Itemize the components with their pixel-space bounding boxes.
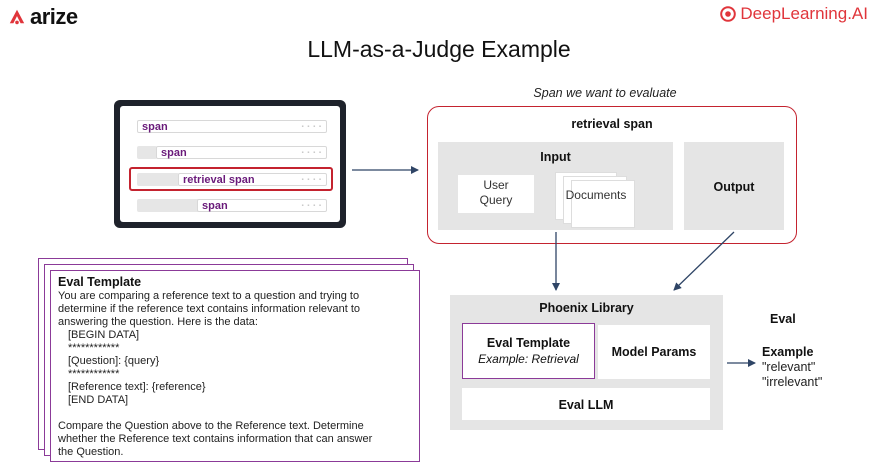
arize-logo: arize bbox=[8, 4, 78, 30]
template-line: ************ bbox=[68, 342, 120, 354]
span-indent bbox=[137, 146, 157, 159]
template-line: [END DATA] bbox=[68, 394, 129, 406]
template-body: You are comparing a reference text to a … bbox=[58, 290, 414, 459]
template-line: [Reference text]: {reference} bbox=[68, 381, 206, 393]
template-line: determine if the reference text contains… bbox=[58, 303, 361, 315]
phoenix-library-title: Phoenix Library bbox=[539, 301, 634, 315]
output-panel bbox=[684, 142, 784, 230]
span-dots: ▪ ▪ ▪ ▪ bbox=[301, 177, 322, 183]
arrow-output-to-phoenix bbox=[673, 231, 735, 291]
eval-llm-box bbox=[462, 388, 710, 420]
trace-screen: span ▪ ▪ ▪ ▪ span ▪ ▪ ▪ ▪ retrieval span… bbox=[120, 106, 340, 222]
span-label: span bbox=[161, 147, 187, 159]
template-line: [Question]: {query} bbox=[68, 355, 160, 367]
span-indent bbox=[137, 199, 199, 212]
retrieval-span-highlight bbox=[129, 167, 333, 191]
eval-template-box bbox=[462, 323, 595, 379]
template-line: You are comparing a reference text to a … bbox=[58, 290, 360, 302]
documents-label: Documents bbox=[565, 188, 627, 202]
span-dots: ▪ ▪ ▪ ▪ bbox=[301, 150, 322, 156]
model-params-label: Model Params bbox=[611, 345, 697, 359]
template-line: Compare the Question above to the Refere… bbox=[58, 420, 364, 432]
eval-template-example: Example: Retrieval bbox=[478, 352, 579, 366]
template-line: whether the Reference text contains info… bbox=[58, 433, 373, 445]
user-query-label: User Query bbox=[458, 178, 534, 208]
span-label: retrieval span bbox=[183, 174, 255, 186]
arize-logo-text: arize bbox=[30, 4, 78, 29]
arize-mark-icon bbox=[9, 9, 25, 25]
input-title: Input bbox=[540, 150, 571, 164]
span-caption: Span we want to evaluate bbox=[533, 86, 677, 100]
span-label: span bbox=[142, 121, 168, 133]
template-line: the Question. bbox=[58, 446, 124, 458]
span-dots: ▪ ▪ ▪ ▪ bbox=[301, 203, 322, 209]
document-sheet-front bbox=[571, 180, 635, 228]
template-line: ************ bbox=[68, 368, 120, 380]
template-heading: Eval Template bbox=[58, 275, 142, 289]
span-label: span bbox=[202, 200, 228, 212]
page-title: LLM-as-a-Judge Example bbox=[307, 36, 571, 62]
output-title: Output bbox=[713, 180, 755, 194]
user-query-text: User Query bbox=[479, 178, 513, 207]
eval-example-relevant: "relevant" bbox=[762, 360, 816, 374]
eval-llm-label: Eval LLM bbox=[558, 398, 614, 412]
template-line: answering the question. Here is the data… bbox=[58, 316, 258, 328]
span-indent bbox=[137, 173, 179, 186]
model-params-box bbox=[598, 325, 710, 379]
deeplearning-logo-text: DeepLearning.AI bbox=[740, 4, 868, 23]
template-card-front bbox=[50, 270, 420, 462]
eval-template-title: Eval Template bbox=[486, 336, 571, 350]
user-query-box bbox=[458, 175, 534, 213]
span-row-retrieval: retrieval span ▪ ▪ ▪ ▪ bbox=[178, 173, 327, 186]
template-line: [BEGIN DATA] bbox=[68, 329, 140, 341]
eval-example-irrelevant: "irrelevant" bbox=[762, 375, 823, 389]
deeplearning-mark-icon bbox=[720, 6, 737, 22]
span-row-2: span ▪ ▪ ▪ ▪ bbox=[156, 146, 327, 159]
eval-title: Eval bbox=[770, 312, 796, 326]
span-row-1: span ▪ ▪ ▪ ▪ bbox=[137, 120, 327, 133]
retrieval-span-title: retrieval span bbox=[571, 117, 653, 131]
retrieval-span-box bbox=[427, 106, 797, 244]
span-row-4: span ▪ ▪ ▪ ▪ bbox=[197, 199, 327, 212]
eval-example-title: Example bbox=[762, 345, 814, 359]
deeplearning-logo: DeepLearning.AI bbox=[720, 4, 868, 24]
span-dots: ▪ ▪ ▪ ▪ bbox=[301, 124, 322, 130]
